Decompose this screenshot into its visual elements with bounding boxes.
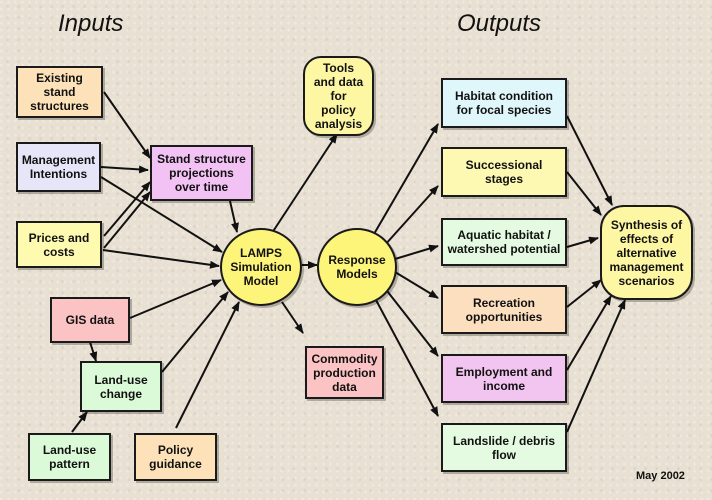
arrow-employment-to-synthesis — [566, 295, 612, 371]
arrow-response-to-successional — [383, 185, 439, 247]
arrow-lamps-to-commodity — [281, 301, 304, 334]
gis-data-box: GIS data — [50, 297, 130, 343]
recreation-opportunities-box: Recreation opportunities — [441, 285, 567, 334]
land-use-change-box: Land-use change — [80, 361, 162, 412]
land-use-pattern-box: Land-use pattern — [28, 433, 111, 481]
landslide-debris-flow-box: Landslide / debris flow — [441, 423, 567, 472]
prices-and-costs-box: Prices and costs — [16, 221, 102, 268]
management-intentions-box: Management Intentions — [16, 142, 101, 192]
policy-guidance-box: Policy guidance — [134, 433, 217, 481]
arrow-stand-to-lamps — [229, 200, 239, 233]
arrow-lamps-to-tools — [269, 133, 338, 237]
synthesis-box: Synthesis of effects of alternative mana… — [600, 205, 693, 300]
arrow-management-to-lamps — [100, 176, 223, 253]
arrow-response-to-recreation — [394, 271, 439, 299]
arrow-habitat-to-synthesis — [566, 115, 613, 206]
arrow-landuse-change-to-lamps — [161, 291, 229, 373]
arrow-response-to-habitat — [373, 123, 439, 235]
employment-and-income-box: Employment and income — [441, 354, 567, 403]
arrow-response-to-employment — [383, 286, 439, 357]
tools-and-data-box: Tools and data for policy analysis — [303, 56, 374, 136]
outputs-heading: Outputs — [457, 10, 542, 37]
arrow-response-to-landslide — [375, 299, 439, 417]
arrow-gis-to-landuse-change — [89, 341, 98, 362]
habitat-condition-box: Habitat condition for focal species — [441, 78, 567, 128]
aquatic-habitat-box: Aquatic habitat / watershed potential — [441, 218, 567, 266]
arrow-pattern-to-landuse-change — [71, 411, 88, 433]
arrow-management-to-stand — [100, 165, 149, 174]
arrow-prices-to-stand — [103, 181, 151, 237]
arrow-policy-to-lamps — [175, 301, 240, 429]
arrow-prices-to-lamps — [102, 249, 220, 269]
arrow-landslide-to-synthesis — [566, 299, 626, 433]
inputs-heading: Inputs — [58, 10, 124, 37]
arrow-successional-to-synthesis — [566, 171, 602, 216]
arrow-gis-to-lamps — [129, 279, 222, 319]
arrow-aquatic-to-synthesis — [566, 236, 599, 248]
arrow-gis-to-stand — [103, 191, 151, 249]
date-label: May 2002 — [636, 470, 685, 482]
existing-stand-structures-box: Existing stand structures — [16, 66, 103, 118]
stand-structure-projections-box: Stand structure projections over time — [150, 145, 253, 201]
response-models-circle: Response Models — [317, 228, 397, 306]
commodity-production-data-box: Commodity production data — [305, 346, 384, 399]
arrow-existing-to-stand — [103, 91, 151, 159]
arrow-response-to-aquatic — [394, 244, 439, 260]
successional-stages-box: Successional stages — [441, 147, 567, 197]
arrow-recreation-to-synthesis — [566, 279, 602, 308]
lamps-simulation-model-circle: LAMPS Simulation Model — [220, 228, 302, 306]
